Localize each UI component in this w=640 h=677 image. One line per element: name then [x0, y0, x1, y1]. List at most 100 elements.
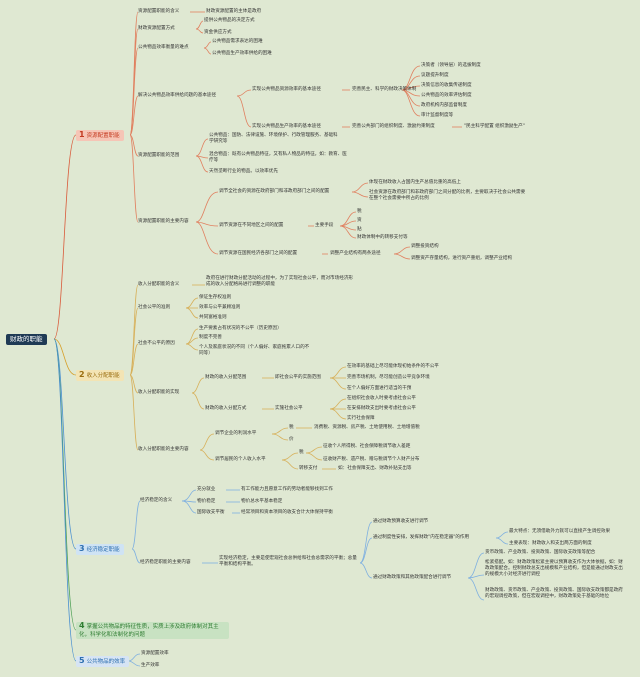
section-3-number: 3 [79, 544, 85, 553]
node[interactable]: 财政政策、货币政策、产业政策、投资政策、国际收支政策都是政府的宏观调控政策，但在… [485, 588, 623, 599]
node[interactable]: 在组织社会收入时要考虑社会公平 [347, 396, 416, 401]
node[interactable]: 共同富裕准则 [199, 315, 227, 320]
node[interactable]: 财政的收入分配方式 [205, 406, 247, 411]
node[interactable]: 主要手段 [315, 223, 334, 228]
node[interactable]: 决策信息的收集传递制度 [421, 83, 472, 88]
node[interactable]: 决策者（领导层）的选拔制度 [421, 63, 481, 68]
node[interactable]: 最大特点：无须借助外力就可以直接产生调控效果 [509, 529, 611, 534]
node[interactable]: 财政的收入分配范围 [205, 375, 247, 380]
node[interactable]: 公共物品效率衡量的难点 [138, 45, 189, 50]
node[interactable]: 调整资产存量结构，进行资产重组，调整产业结构 [411, 256, 513, 261]
node[interactable]: 松紧搭配。如：财政政策松紧主要以预算收支作为大体依据，如：财政政策配合。控制财政… [485, 560, 623, 577]
node[interactable]: 解决公共物品效率供给问题的基本途径 [138, 93, 217, 98]
node[interactable]: 公共物品生产效率供给的困难 [212, 51, 272, 56]
node[interactable]: 调节居民的个人收入水平 [215, 457, 266, 462]
node[interactable]: 物价总水平基本稳定 [241, 499, 283, 504]
node[interactable]: 效率与公平兼顾准则 [199, 305, 241, 310]
node[interactable]: 税 [289, 425, 294, 430]
node[interactable]: 转移支付 [299, 466, 318, 471]
node[interactable]: 资金供应方式 [204, 30, 232, 35]
node[interactable]: 资源配置效率 [141, 651, 169, 656]
node[interactable]: 经常项目和资本项目的收支合计大体保持平衡 [241, 510, 333, 515]
node[interactable]: 调节企业的利润水平 [215, 431, 257, 436]
node[interactable]: 实现公共物品资源效率的基本途径 [252, 87, 321, 92]
node[interactable]: 资 [357, 218, 362, 223]
node[interactable]: 税 [357, 209, 362, 214]
node[interactable]: 经济稳定的含义 [140, 498, 173, 503]
node[interactable]: 充分就业 [197, 487, 216, 492]
node[interactable]: 在个人偏好方面进行适当的干预 [347, 386, 412, 391]
node[interactable]: 通过制度性安排，发挥财政"内在稳定器"的作用 [373, 535, 470, 540]
node[interactable]: 收入分配职能的含义 [138, 282, 180, 287]
node[interactable]: 混合物品：既有公共物品特征，又有私人物品的特征。如：教育、医疗等 [209, 152, 347, 163]
node[interactable]: 货币政策、产业政策、投资政策、国际收支政策等配合 [485, 550, 596, 555]
node[interactable]: 财政资源配置的主体是政府 [206, 9, 262, 14]
section-4-number: 4 [79, 621, 85, 630]
node[interactable]: 调整产业结构有两条途径 [330, 251, 381, 256]
node[interactable]: 提供公共物品的决定方式 [204, 18, 255, 23]
node[interactable]: 资源配置职能的含义 [138, 9, 180, 14]
node[interactable]: 社会资源在政府部门和非政府部门之间分配的比例，主要取决于社会公共需要在整个社会需… [369, 190, 526, 201]
node[interactable]: 实行社会保障 [347, 416, 375, 421]
node[interactable]: 调整投资结构 [411, 244, 439, 249]
node[interactable]: 消费税、资源税、房产税、土地使用税、土地增值税 [314, 425, 420, 430]
node[interactable]: 调节资源在国民经济各部门之间的配置 [219, 251, 298, 256]
node[interactable]: 议题提升制度 [421, 73, 449, 78]
node[interactable]: 公共物品需求表达的困难 [212, 39, 263, 44]
node[interactable]: 有工作能力且愿意工作的劳动者能够找到工作 [241, 487, 333, 492]
node[interactable]: 保证生存权准则 [199, 295, 232, 300]
node[interactable]: 在安排财政支出时要考虑社会公平 [347, 406, 416, 411]
node[interactable]: 价 [289, 437, 294, 442]
node[interactable]: 通过财政预算收支进行调节 [373, 519, 429, 524]
node[interactable]: 调节全社会的资源在政府部门和非政府部门之间的配置 [219, 189, 330, 194]
node[interactable]: 实施社会公平 [275, 406, 303, 411]
node[interactable]: 财政资源配置方式 [138, 26, 175, 31]
node[interactable]: 生产要素占有状况的不公平（历史原因） [199, 326, 282, 331]
node[interactable]: 生产效率 [141, 663, 160, 668]
node[interactable]: 征收个人所得税、社会保障税调节收入差距 [323, 444, 411, 449]
node[interactable]: 制度不完善 [199, 335, 222, 340]
node[interactable]: 完善公共部门的组织制度、激励约束制度 [352, 124, 435, 129]
node[interactable]: 主要表现：财政收入和支出两方面的制度 [509, 541, 592, 546]
node[interactable]: 在效率的基础上尽可能体现初始条件的不公平 [347, 364, 439, 369]
node[interactable]: 国际收支平衡 [197, 510, 225, 515]
node[interactable]: 通过财政政策和其他政策配合进行调节 [373, 575, 452, 580]
node[interactable]: 实现经济稳定，主要是使宏观社会总供给和社会总需求的平衡；总量平衡和结构平衡。 [219, 556, 357, 567]
node[interactable]: 资源配置职能的主要内容 [138, 219, 189, 224]
node[interactable]: 公共物品：国防、法律设施、环境保护、行政管理服务、基础科学研究等 [209, 133, 338, 144]
node[interactable]: 资源配置职能的范围 [138, 153, 180, 158]
node[interactable]: 经济稳定职能的主要内容 [140, 560, 191, 565]
node[interactable]: 贴 [357, 227, 362, 232]
node[interactable]: 调节资源在不同地区之间的配置 [219, 223, 284, 228]
node[interactable]: 社会公平的准则 [138, 305, 171, 310]
node[interactable]: 审计监督制度等 [421, 113, 454, 118]
node[interactable]: 政府在进行财政分配活动的过程中，为了实现社会公平，而对市场经济形成的收入分配格局… [206, 276, 354, 287]
section-2-label: 收入分配职能 [86, 373, 120, 379]
root-topic[interactable]: 财政的职能 [6, 334, 47, 345]
node[interactable]: 收入分配职能的实现 [138, 390, 180, 395]
node[interactable]: 政府机构内部监督制度 [421, 103, 467, 108]
node[interactable]: 即社会公平的实施范围 [275, 375, 321, 380]
node[interactable]: 个人及家庭状况的不同（个人偏好、家庭拖累人口的不同等） [199, 345, 310, 356]
node[interactable]: 如：社会保障支出、财政补贴支出等 [338, 466, 412, 471]
section-5-label: 公共物品的效率 [86, 659, 126, 665]
node[interactable]: 天然垄断行业的物品。以效率优先 [209, 169, 278, 174]
node[interactable]: 体现在财政收入占国内生产总值比重的高低上 [369, 180, 461, 185]
node[interactable]: 完善市场机制，尽可能创造公平竞争环境 [347, 375, 430, 380]
node[interactable]: 收入分配职能的主要内容 [138, 447, 189, 452]
node[interactable]: 完善民主、科学的财政决策体制 [352, 87, 417, 92]
node[interactable]: 实现公共物品生产效率的基本途径 [252, 124, 321, 129]
node[interactable]: 物价稳定 [197, 499, 216, 504]
node[interactable]: 公共物品的效率评估制度 [421, 93, 472, 98]
node[interactable]: 税 [299, 450, 304, 455]
node[interactable]: 财政体制中的转移支付等 [357, 235, 408, 240]
section-4-label: 掌握公共物品的特征性质，实质上涉及政府体制对其主化，科学化和法制化的问题 [79, 624, 219, 638]
node[interactable]: 征收财产税、遗产税、赠与税调节个人财产分布 [323, 457, 420, 462]
node[interactable]: "民主科学配置 组织激励生产" [464, 124, 525, 129]
node[interactable]: 社会不公平的原因 [138, 341, 175, 346]
